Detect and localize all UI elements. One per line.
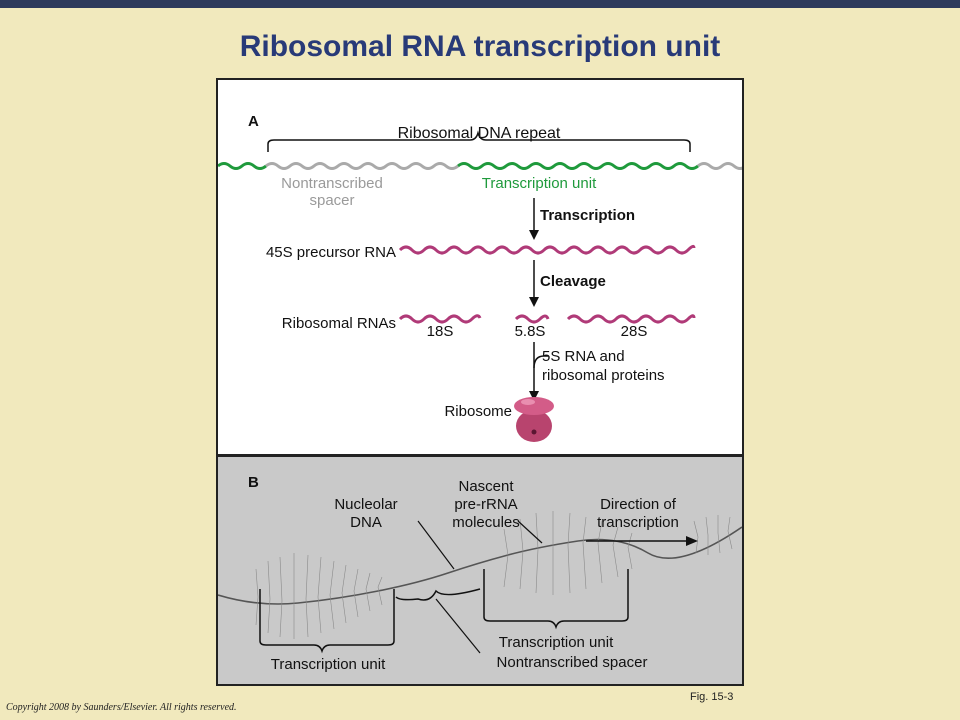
ribosome-label: Ribosome xyxy=(444,403,512,420)
spacer-pointer xyxy=(435,598,481,654)
panel-b-letter: B xyxy=(248,474,259,491)
micrograph-texture xyxy=(218,511,742,639)
panel-a-diagram: A Ribosomal DNA repeat Nontranscribed sp… xyxy=(218,113,742,442)
spacer-bracket xyxy=(395,588,481,601)
panel-a: A Ribosomal DNA repeat Nontranscribed sp… xyxy=(218,80,742,454)
figure: A Ribosomal DNA repeat Nontranscribed sp… xyxy=(216,78,744,686)
nascent-line1: Nascent xyxy=(458,478,514,495)
dna-repeat-label: Ribosomal DNA repeat xyxy=(398,125,561,142)
left-unit-bracket xyxy=(259,589,395,654)
direction-line1: Direction of xyxy=(600,496,677,513)
ribosomal-rnas-label: Ribosomal RNAs xyxy=(282,315,396,332)
addition-line1: 5S RNA and xyxy=(542,348,625,365)
step-transcription: Transcription xyxy=(540,207,635,224)
precursor-rna xyxy=(398,244,696,255)
nascent-pointer xyxy=(517,520,543,544)
nascent-line2: pre-rRNA xyxy=(454,496,517,513)
transcription-arrowhead xyxy=(529,230,539,240)
slide-title: Ribosomal RNA transcription unit xyxy=(239,30,721,63)
spacer-label-line1: Nontranscribed xyxy=(281,175,383,192)
figure-number: Fig. 15-3 xyxy=(690,691,734,703)
panel-a-letter: A xyxy=(248,113,259,130)
precursor-label: 45S precursor RNA xyxy=(266,244,396,261)
spacer-label-line2: spacer xyxy=(309,192,354,209)
direction-line2: transcription xyxy=(597,514,679,531)
panel-b: B Nucleolar DNA Nascent pre-rRNA molecul… xyxy=(218,457,742,684)
panel-divider xyxy=(218,454,742,457)
transcription-unit-label: Transcription unit xyxy=(482,175,597,192)
transcription-unit-left: Transcription unit xyxy=(271,656,386,673)
top-bar xyxy=(0,0,960,8)
assembly-arrowhead xyxy=(529,391,539,401)
rna-28s-label: 28S xyxy=(621,323,648,340)
dna-repeat-brace xyxy=(267,130,691,152)
nucleolar-line1: Nucleolar xyxy=(334,496,397,513)
assembly-branch xyxy=(533,355,548,369)
nascent-line3: molecules xyxy=(452,514,520,531)
nucleolar-line2: DNA xyxy=(350,514,382,531)
direction-arrowhead xyxy=(686,536,698,546)
rna-18s-label: 18S xyxy=(427,323,454,340)
dna-helix xyxy=(218,162,742,170)
rna-58s-label: 5.8S xyxy=(515,323,546,340)
panel-b-micrograph: B Nucleolar DNA Nascent pre-rRNA molecul… xyxy=(218,474,742,673)
rna-58s-strand xyxy=(514,314,550,324)
step-cleavage: Cleavage xyxy=(540,273,606,290)
rna-18s-strand xyxy=(398,314,482,324)
addition-line2: ribosomal proteins xyxy=(542,367,665,384)
ribosome-shape xyxy=(514,397,554,442)
transcription-unit-right: Transcription unit xyxy=(499,634,614,651)
cleavage-arrowhead xyxy=(529,297,539,307)
right-unit-bracket xyxy=(483,569,629,630)
rna-28s-strand xyxy=(566,314,696,324)
nucleolar-pointer xyxy=(417,520,455,570)
nontranscribed-spacer-label: Nontranscribed spacer xyxy=(497,654,648,671)
copyright-notice: Copyright 2008 by Saunders/Elsevier. All… xyxy=(6,702,237,713)
